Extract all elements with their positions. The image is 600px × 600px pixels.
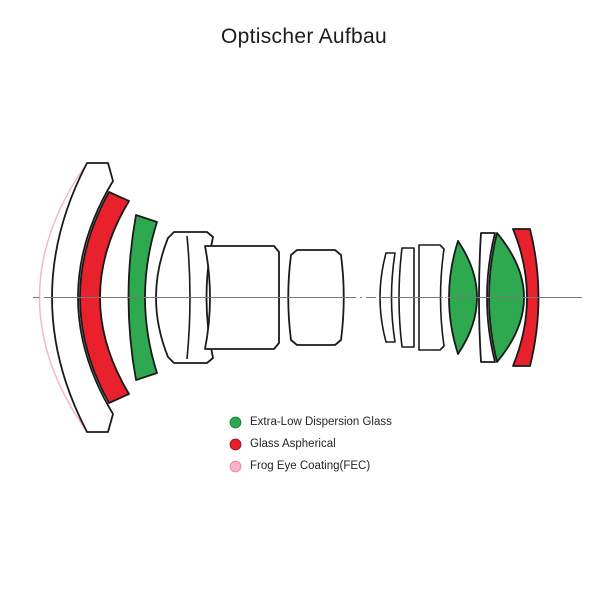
legend-item-frog-eye-coating: Frog Eye Coating(FEC) <box>229 460 392 473</box>
glass-aspherical-swatch-icon <box>229 438 242 451</box>
frog-eye-coating-swatch-circle <box>229 460 242 473</box>
page-title: Optischer Aufbau <box>221 25 387 48</box>
lens-element-1 <box>51 162 114 433</box>
lens-elements <box>38 162 540 433</box>
ed-glass-swatch-circle <box>229 416 242 429</box>
frog-eye-coating-swatch-icon <box>229 460 242 473</box>
legend-item-glass-aspherical: Glass Aspherical <box>229 438 392 451</box>
legend-label-glass-aspherical: Glass Aspherical <box>250 438 336 450</box>
legend-label-ed-glass: Extra-Low Dispersion Glass <box>250 416 392 428</box>
ed-glass-swatch-icon <box>229 416 242 429</box>
legend: Extra-Low Dispersion Glass Glass Aspheri… <box>229 416 392 482</box>
lens-element-2-aspherical <box>79 191 130 404</box>
lens-element-14-aspherical <box>512 228 540 367</box>
legend-label-frog-eye-coating: Frog Eye Coating(FEC) <box>250 460 371 472</box>
legend-item-ed-glass: Extra-Low Dispersion Glass <box>229 416 392 429</box>
glass-aspherical-swatch-circle <box>229 438 242 451</box>
